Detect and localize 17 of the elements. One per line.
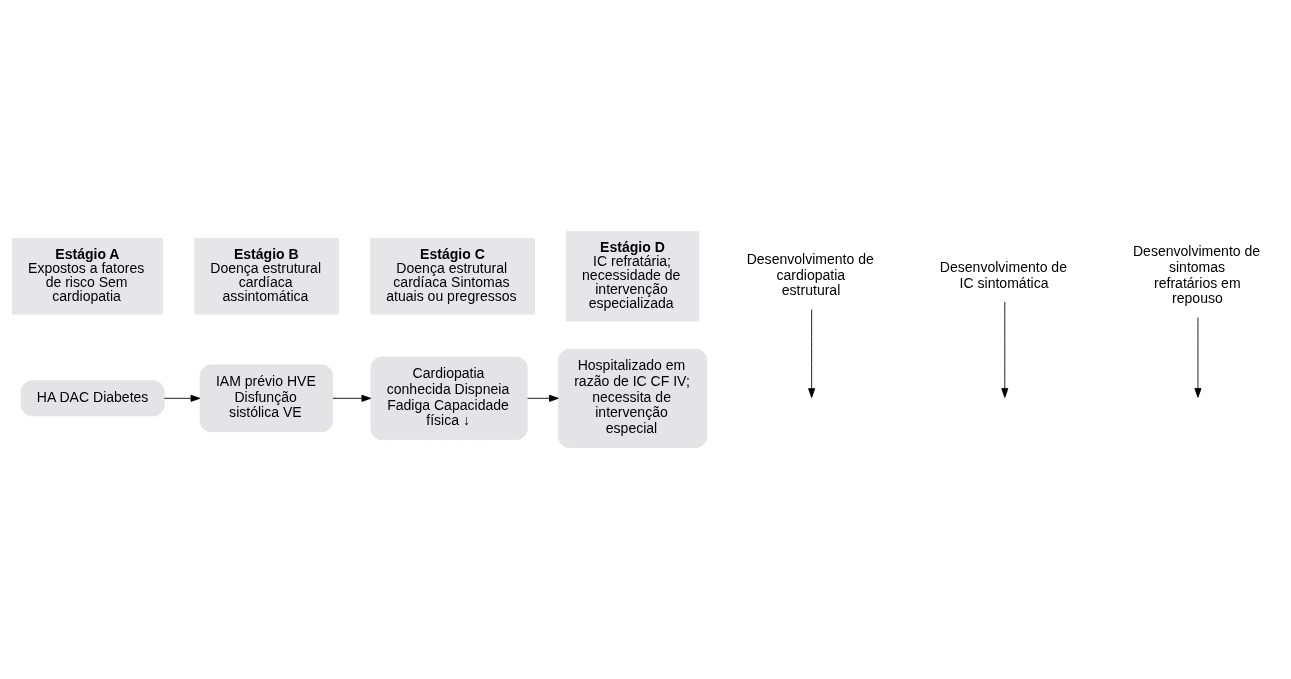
node-text: Desenvolvimento de sintomas refratários em repouso [1132,242,1261,307]
node-box: IAM prévio HVE Disfunção sistólica VE [199,364,334,433]
node-box: Hospitalizado em razão de IC CF IV; necessita de intervenção especial [557,348,708,448]
node-text: Desenvolvimento de cardiopatia estrutural [746,250,874,299]
node-box: Estágio D IC refratária; necessidade de intervenção especializada [565,231,700,322]
arrow [527,394,559,402]
node-box: HA DAC Diabetes [20,380,165,417]
node-box: Estágio C Doença estrutural cardíaca Sintomas atuais ou pregressos [370,238,536,315]
node-box: Cardiopatia conhecida Dispneia Fadiga Capacidade física ↓ [370,356,528,441]
node-text: Desenvolvimento de IC sintomática [939,258,1067,291]
arrow [1194,317,1202,398]
arrow [332,394,372,402]
node-box: Estágio A Expostos a fatores de risco Sem cardiopatia [11,238,163,315]
arrow [163,394,201,402]
arrow [808,309,816,398]
arrow [1001,301,1009,398]
node-box: Estágio B Doença estrutural cardíaca assintomática [194,238,339,315]
